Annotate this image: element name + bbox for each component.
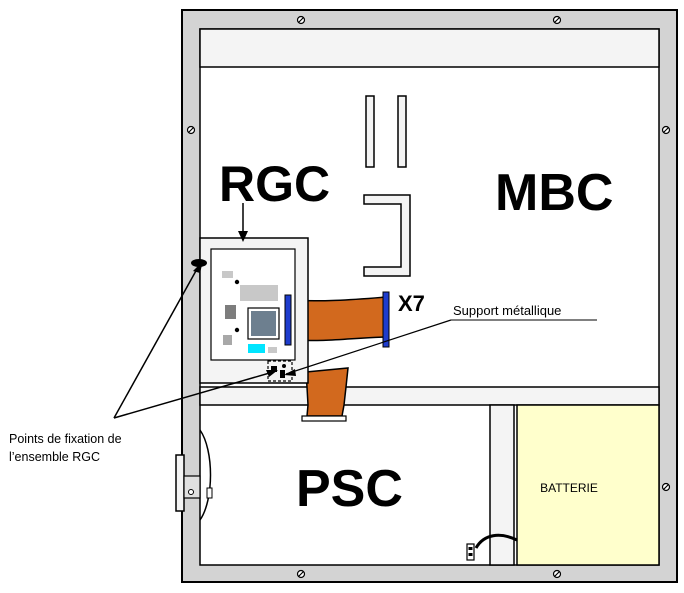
support-leader: [285, 319, 452, 375]
fixation-label-line1: Points de fixation de: [9, 432, 122, 446]
rgc-arrow: [238, 203, 248, 242]
mbc-bar-right: [397, 95, 407, 168]
screw-icon: [186, 125, 196, 135]
cabinet-frame: [181, 9, 678, 583]
frame-screws: [186, 15, 671, 579]
rgc-label: RGC: [219, 156, 330, 212]
battery-cable: [474, 533, 518, 549]
x7-connector: [382, 291, 390, 348]
battery-connector: [466, 543, 475, 561]
screw-icon: [552, 569, 562, 579]
support-label: Support métallique: [453, 303, 561, 318]
separator-post: [489, 404, 515, 566]
screw-icon: [296, 569, 306, 579]
ribbon-cable-psc: [305, 367, 349, 417]
mbc-bar-left: [365, 95, 375, 168]
screw-icon: [296, 15, 306, 25]
psc-connector: [301, 415, 347, 422]
top-rail: [199, 28, 660, 68]
screw-icon: [661, 125, 671, 135]
battery-block: [516, 404, 660, 566]
x7-label: X7: [398, 291, 425, 316]
side-latch: [175, 429, 213, 521]
latch-screw-icon: [188, 489, 194, 495]
middle-rail: [199, 386, 660, 406]
fixation-label-line2: l’ensemble RGC: [9, 450, 100, 464]
screw-icon: [552, 15, 562, 25]
mbc-bracket: [363, 194, 411, 277]
fixation-leaders: [113, 268, 274, 419]
rgc-board: [199, 237, 309, 384]
mbc-label: MBC: [495, 164, 613, 222]
screw-icon: [661, 482, 671, 492]
rgc-connector: [284, 294, 292, 346]
battery-label: BATTERIE: [540, 481, 598, 495]
fixation-arrowhead-icon: [193, 261, 203, 273]
psc-label: PSC: [296, 460, 403, 518]
rgc-cyan-component: [248, 344, 265, 353]
fixation-arrowhead-icon: [266, 370, 278, 377]
support-arrowhead-icon: [284, 369, 296, 376]
